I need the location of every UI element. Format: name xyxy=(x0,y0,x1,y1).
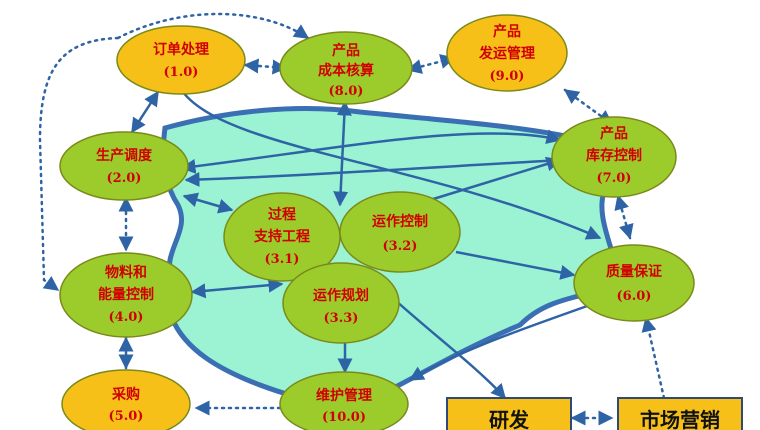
node-product-inventory-control[interactable]: 产品 库存控制 (7.0) xyxy=(551,116,677,198)
node-label-1: 产品 xyxy=(600,125,628,142)
dotted-marketing-quality xyxy=(641,316,666,400)
node-label: 维护管理 xyxy=(316,387,372,404)
node-label: 生产调度 xyxy=(96,147,153,164)
node-product-cost-accounting[interactable]: 产品 成本核算 (8.0) xyxy=(279,31,413,105)
arrow-opctrl-quality xyxy=(455,250,576,280)
node-label: 采购 xyxy=(111,386,140,403)
node-code: (8.0) xyxy=(329,84,364,99)
solid-connectors xyxy=(130,87,602,400)
dotted-top-to-cost xyxy=(116,12,310,40)
node-code: (4.0) xyxy=(109,310,144,325)
node-label: 运作控制 xyxy=(372,213,428,230)
node-code: (3.2) xyxy=(383,239,418,254)
arrow-inventory-schedule xyxy=(184,158,563,188)
arrow-schedule-process xyxy=(182,192,234,214)
node-code: (6.0) xyxy=(617,289,652,304)
node-code: (10.0) xyxy=(322,410,366,425)
arrow-opctrl-inventory xyxy=(429,156,562,202)
node-quality-assurance[interactable]: 质量保证 (6.0) xyxy=(573,244,695,322)
box-research-development[interactable]: 研发 xyxy=(446,397,572,430)
node-order-processing[interactable]: 订单处理 (1.0) xyxy=(116,25,246,95)
node-purchasing[interactable]: 采购 (5.0) xyxy=(61,369,191,430)
arrow-quality-maint xyxy=(408,303,591,382)
arrow-order-schedule xyxy=(130,90,160,134)
node-label-2: 支持工程 xyxy=(253,228,310,245)
node-code: (3.3) xyxy=(324,311,359,326)
node-label-2: 能量控制 xyxy=(98,286,154,303)
node-label-1: 过程 xyxy=(268,206,296,223)
node-code: (2.0) xyxy=(107,171,142,186)
dotted-cost-ship xyxy=(406,54,456,74)
node-code: (1.0) xyxy=(164,65,199,80)
dotted-order-cost xyxy=(243,58,288,75)
arrow-material-opplan xyxy=(190,277,284,299)
node-label: 运作规划 xyxy=(313,287,369,304)
node-label-1: 产品 xyxy=(332,42,360,59)
box-label: 市场营销 xyxy=(640,408,720,430)
node-code: (3.1) xyxy=(265,252,300,267)
node-label-1: 物料和 xyxy=(105,264,147,281)
node-label: 订单处理 xyxy=(153,41,209,58)
node-process-support-engineering[interactable]: 过程 支持工程 (3.1) xyxy=(223,192,341,282)
node-label-2: 库存控制 xyxy=(586,147,642,164)
node-code: (5.0) xyxy=(109,409,144,424)
node-label: 质量保证 xyxy=(606,263,662,280)
node-operations-control[interactable]: 运作控制 (3.2) xyxy=(339,191,461,273)
node-production-scheduling[interactable]: 生产调度 (2.0) xyxy=(59,131,189,201)
node-code: (9.0) xyxy=(490,69,525,84)
node-product-shipping[interactable]: 产品 发运管理 (9.0) xyxy=(446,14,568,92)
node-code: (7.0) xyxy=(597,171,632,186)
node-material-energy-control[interactable]: 物料和 能量控制 (4.0) xyxy=(59,252,193,338)
node-label-2: 发运管理 xyxy=(478,45,535,62)
node-label-1: 产品 xyxy=(493,23,521,40)
dotted-inventory-quality xyxy=(614,194,634,240)
box-label: 研发 xyxy=(489,408,530,430)
arrow-opplan-rnd xyxy=(394,299,506,400)
dotted-outer-loop xyxy=(38,36,120,292)
node-operations-planning[interactable]: 运作规划 (3.3) xyxy=(282,262,400,344)
node-maintenance-management[interactable]: 维护管理 (10.0) xyxy=(279,371,409,430)
arrow-schedule-inventory xyxy=(180,129,562,174)
node-label-2: 成本核算 xyxy=(318,62,374,79)
box-marketing[interactable]: 市场营销 xyxy=(617,397,743,430)
